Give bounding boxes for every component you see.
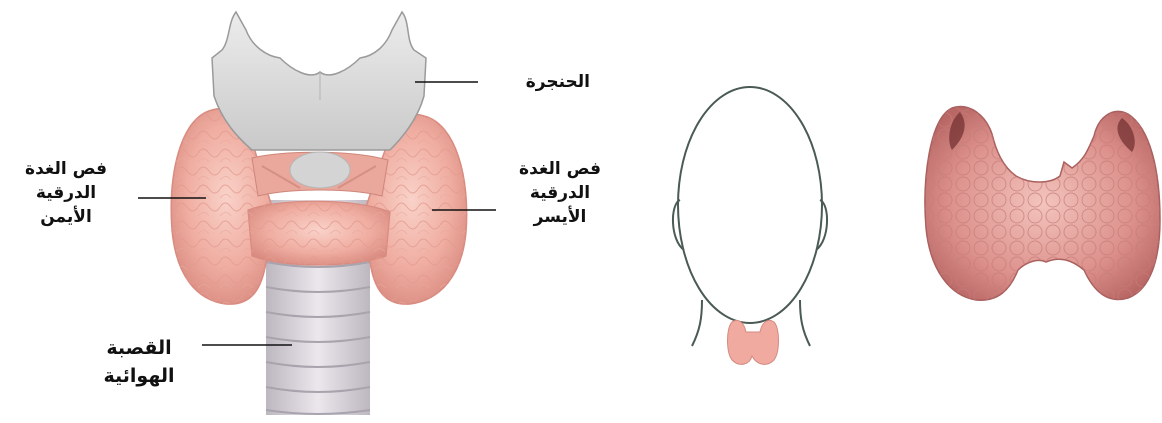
left-lobe-label-line-2: الدرقية — [496, 181, 624, 205]
right-lobe-label-line-2: الدرقية — [2, 181, 130, 205]
right-lobe-label: فص الغدة الدرقية الأيمن — [2, 157, 130, 229]
left-lobe-label: فص الغدة الدرقية الأيسر — [496, 157, 624, 229]
thyroid-gland-icon — [925, 107, 1160, 301]
right-lobe-label-line-1: فص الغدة — [2, 157, 130, 181]
larynx-cartilage — [212, 12, 426, 150]
right-lobe-label-line-3: الأيمن — [2, 205, 130, 229]
trachea-label: القصبة الهوائية — [78, 334, 200, 390]
neck-thyroid-icon — [728, 320, 779, 364]
larynx-label: الحنجرة — [526, 70, 590, 94]
thyroid-isthmus — [248, 201, 390, 265]
head-outline-icon — [673, 87, 827, 346]
trachea-label-line-2: الهوائية — [78, 362, 200, 390]
left-lobe-label-line-3: الأيسر — [496, 205, 624, 229]
left-lobe-label-line-1: فص الغدة — [496, 157, 624, 181]
trachea-label-line-1: القصبة — [78, 334, 200, 362]
